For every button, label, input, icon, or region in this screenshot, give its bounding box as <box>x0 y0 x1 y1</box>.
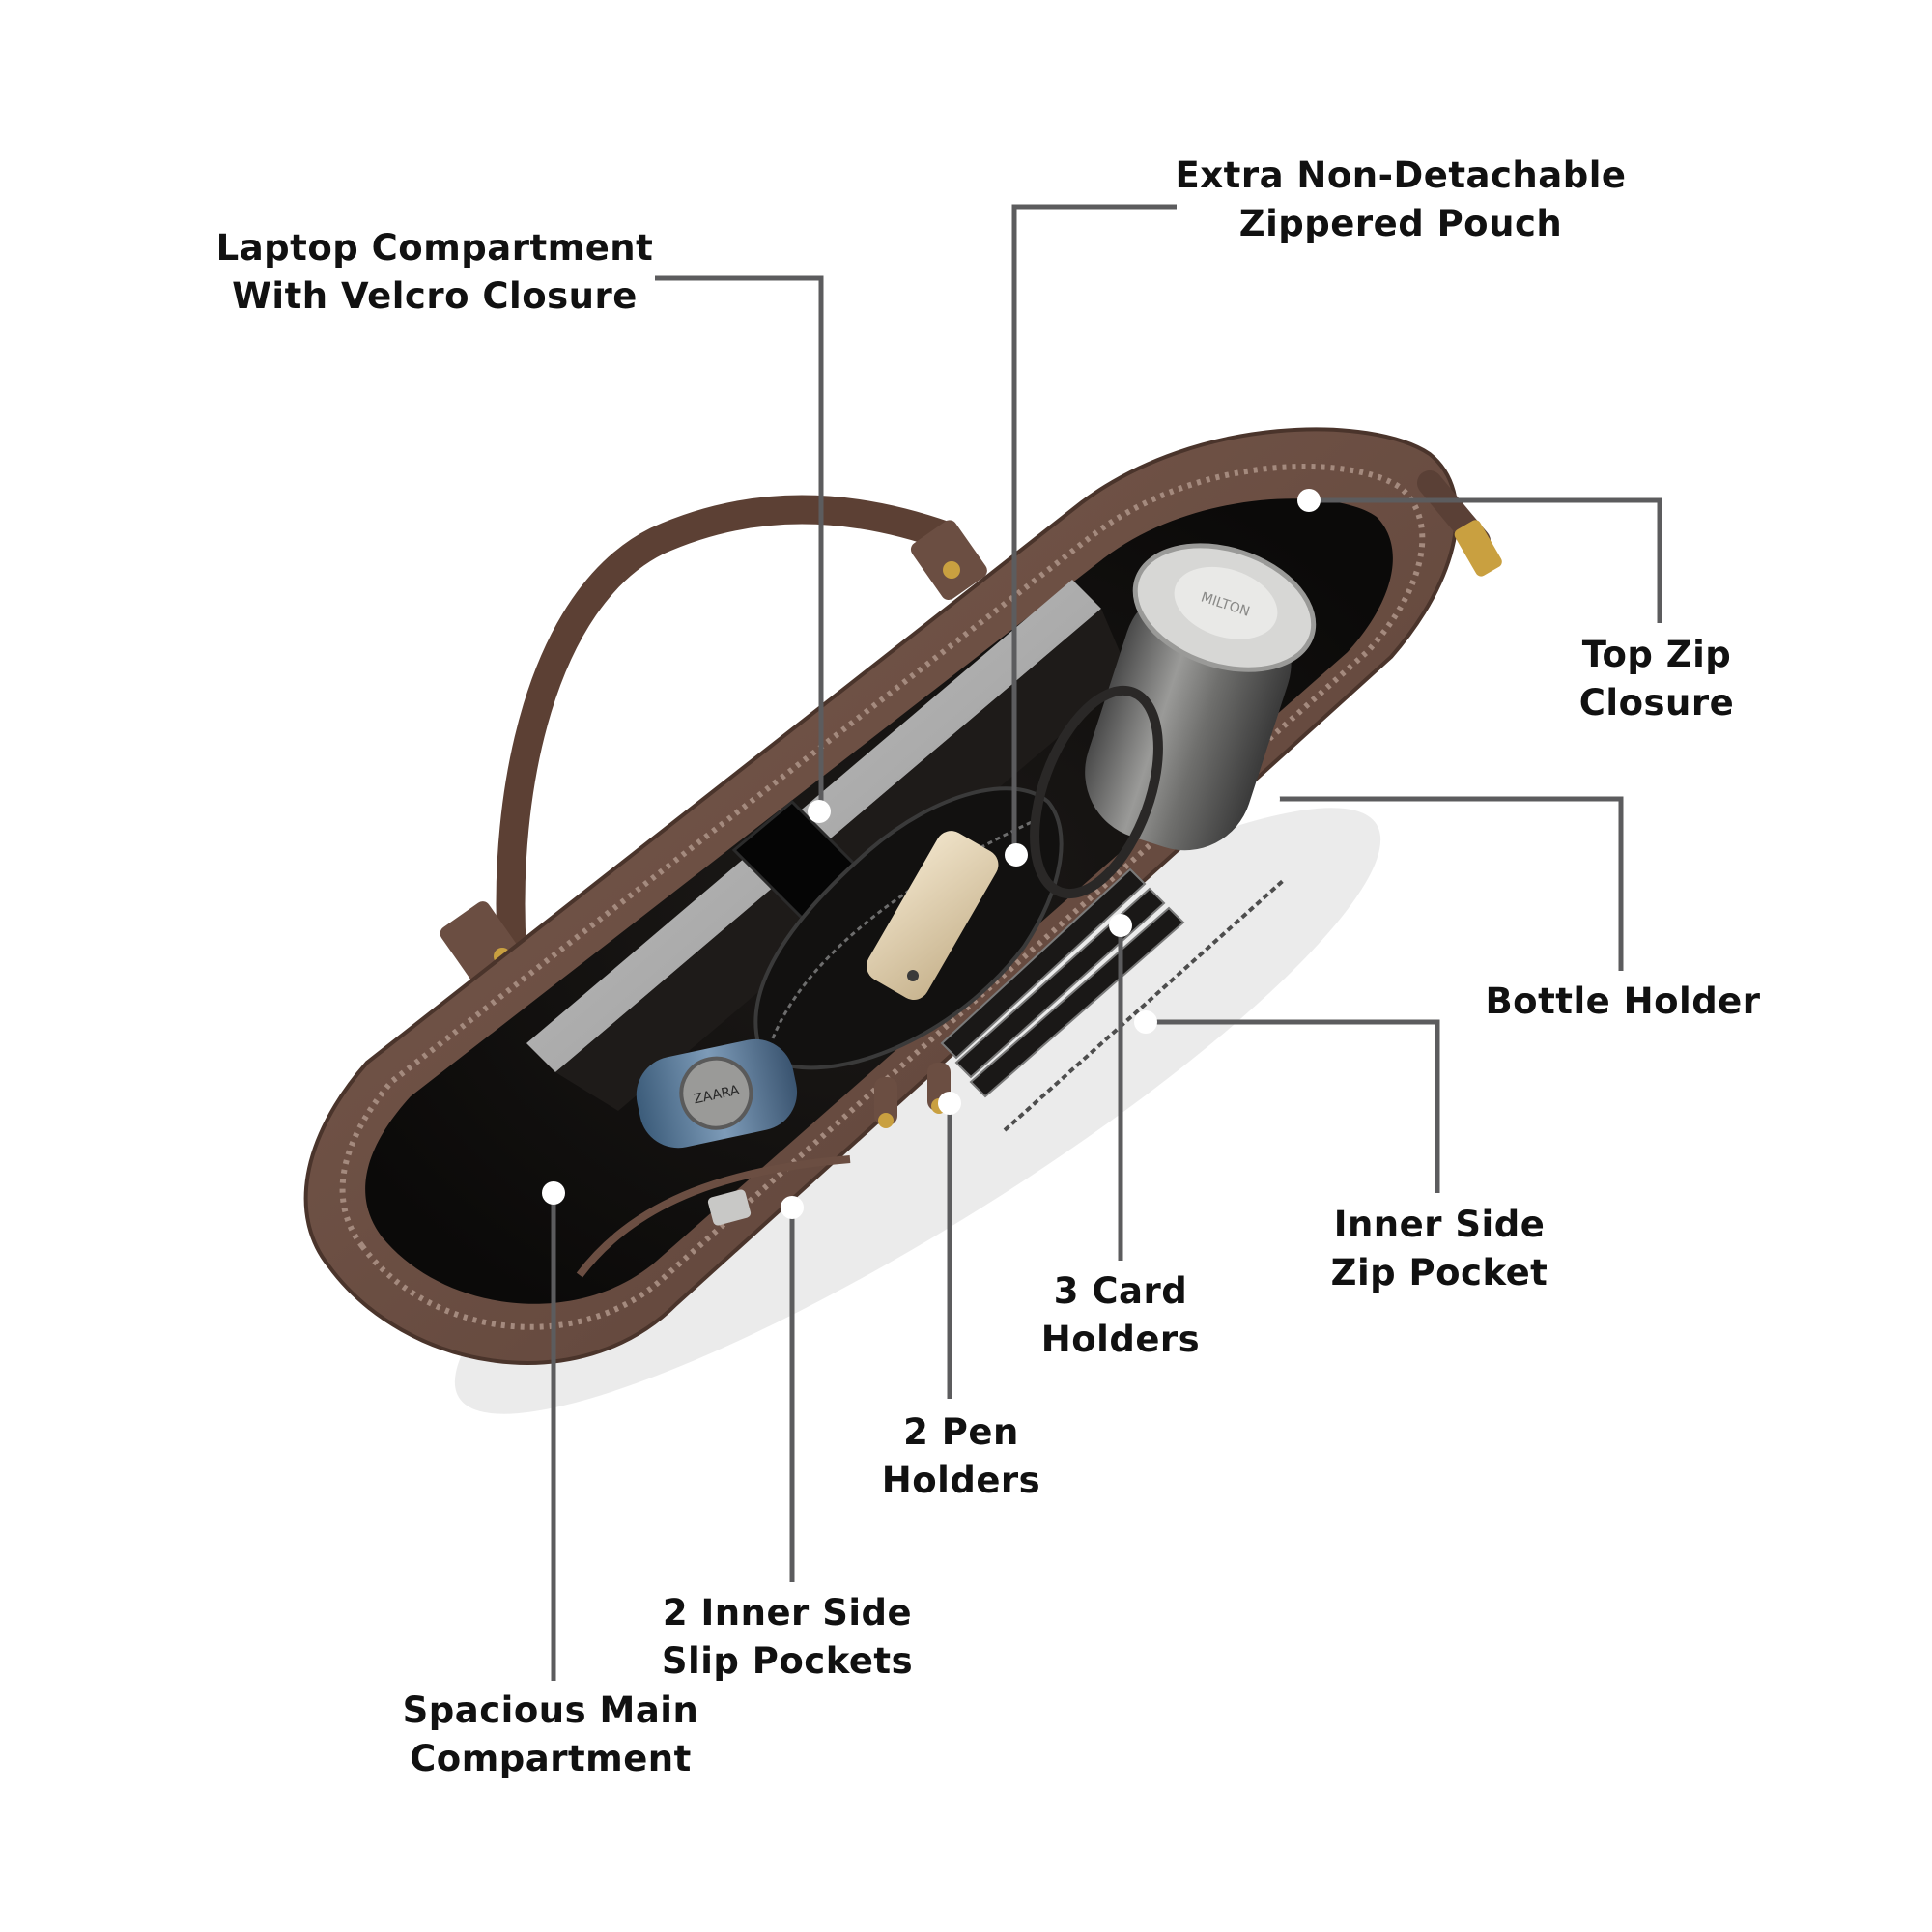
label-laptop-line1: Laptop Compartment <box>215 227 654 269</box>
label-laptop-compartment: Laptop Compartment With Velcro Closure <box>213 224 657 321</box>
flask-cap <box>679 1056 753 1130</box>
label-main-line1: Spacious Main <box>402 1690 699 1731</box>
inner-side-zip <box>1003 877 1287 1132</box>
label-card-holders: 3 Card Holders <box>1019 1267 1222 1364</box>
leader-bottle <box>1268 796 1624 971</box>
buckle-right <box>943 561 960 579</box>
leader-laptop <box>655 275 824 811</box>
side-buckle <box>1454 520 1502 577</box>
dot-cards <box>1109 914 1132 937</box>
label-slip-line1: 2 Inner Side <box>662 1592 913 1634</box>
callout-dots <box>542 489 1321 1219</box>
back-handle <box>496 495 961 966</box>
bottle-cap-top <box>1174 566 1278 639</box>
label-pens-line1: 2 Pen <box>903 1411 1019 1453</box>
label-laptop-line2: With Velcro Closure <box>232 275 638 317</box>
dot-pens <box>938 1092 961 1115</box>
handle-anchor-right <box>910 520 987 601</box>
card-holders <box>940 867 1185 1098</box>
card-slot-1 <box>940 867 1147 1060</box>
phone <box>867 831 999 1000</box>
leader-topzip <box>1309 497 1662 623</box>
label-cards-line1: 3 Card <box>1053 1270 1188 1312</box>
leader-lines <box>551 204 1662 1681</box>
label-pens-line2: Holders <box>881 1460 1041 1501</box>
zippered-pouch <box>753 786 1064 1070</box>
label-pouch-line2: Zippered Pouch <box>1238 203 1563 244</box>
label-top-zip-closure: Top Zip Closure <box>1546 631 1768 727</box>
label-slip-pockets: 2 Inner Side Slip Pockets <box>642 1589 932 1686</box>
zip-trim <box>339 464 1426 1330</box>
flask: ZAARA <box>636 1038 798 1149</box>
label-pen-holders: 2 Pen Holders <box>860 1408 1063 1505</box>
dot-bottle <box>1257 787 1280 810</box>
bottle-holder-elastic <box>1030 685 1163 899</box>
pen-clip-1 <box>878 1113 894 1128</box>
label-inner-side-zip-pocket: Inner Side Zip Pocket <box>1309 1201 1570 1297</box>
label-pouch-line1: Extra Non-Detachable <box>1175 155 1627 196</box>
pen-holder-1 <box>874 1077 897 1125</box>
label-cards-line2: Holders <box>1040 1319 1201 1360</box>
dot-topzip <box>1297 489 1321 512</box>
dot-innerzip <box>1134 1010 1157 1034</box>
dot-pouch <box>1005 843 1028 867</box>
slip-pocket-edge <box>576 1155 851 1278</box>
pouch-zip <box>771 819 1035 1039</box>
label-main-line2: Compartment <box>410 1738 692 1779</box>
tote-bag: MILTON ZAARA <box>303 427 1502 1414</box>
label-main-compartment: Spacious Main Compartment <box>386 1687 715 1783</box>
label-topzip-line1: Top Zip <box>1581 634 1732 675</box>
dot-main <box>542 1181 565 1205</box>
label-innerzip-line1: Inner Side <box>1333 1204 1546 1245</box>
dot-laptop <box>808 800 831 823</box>
card-slot-3 <box>969 906 1185 1098</box>
bottle: MILTON <box>1085 543 1317 851</box>
label-slip-line2: Slip Pockets <box>661 1640 914 1682</box>
label-zippered-pouch: Extra Non-Detachable Zippered Pouch <box>1174 152 1628 248</box>
slip-pocket-key <box>707 1189 752 1226</box>
phone-camera <box>907 970 919 981</box>
leader-innerzip <box>1146 1019 1440 1193</box>
card-slot-2 <box>954 887 1166 1079</box>
label-bottle-holder: Bottle Holder <box>1468 978 1777 1026</box>
dot-slip <box>781 1196 804 1219</box>
label-bottle-line1: Bottle Holder <box>1485 980 1761 1022</box>
label-innerzip-line2: Zip Pocket <box>1330 1252 1548 1293</box>
leader-pouch <box>1011 204 1177 855</box>
label-topzip-line2: Closure <box>1578 682 1735 724</box>
